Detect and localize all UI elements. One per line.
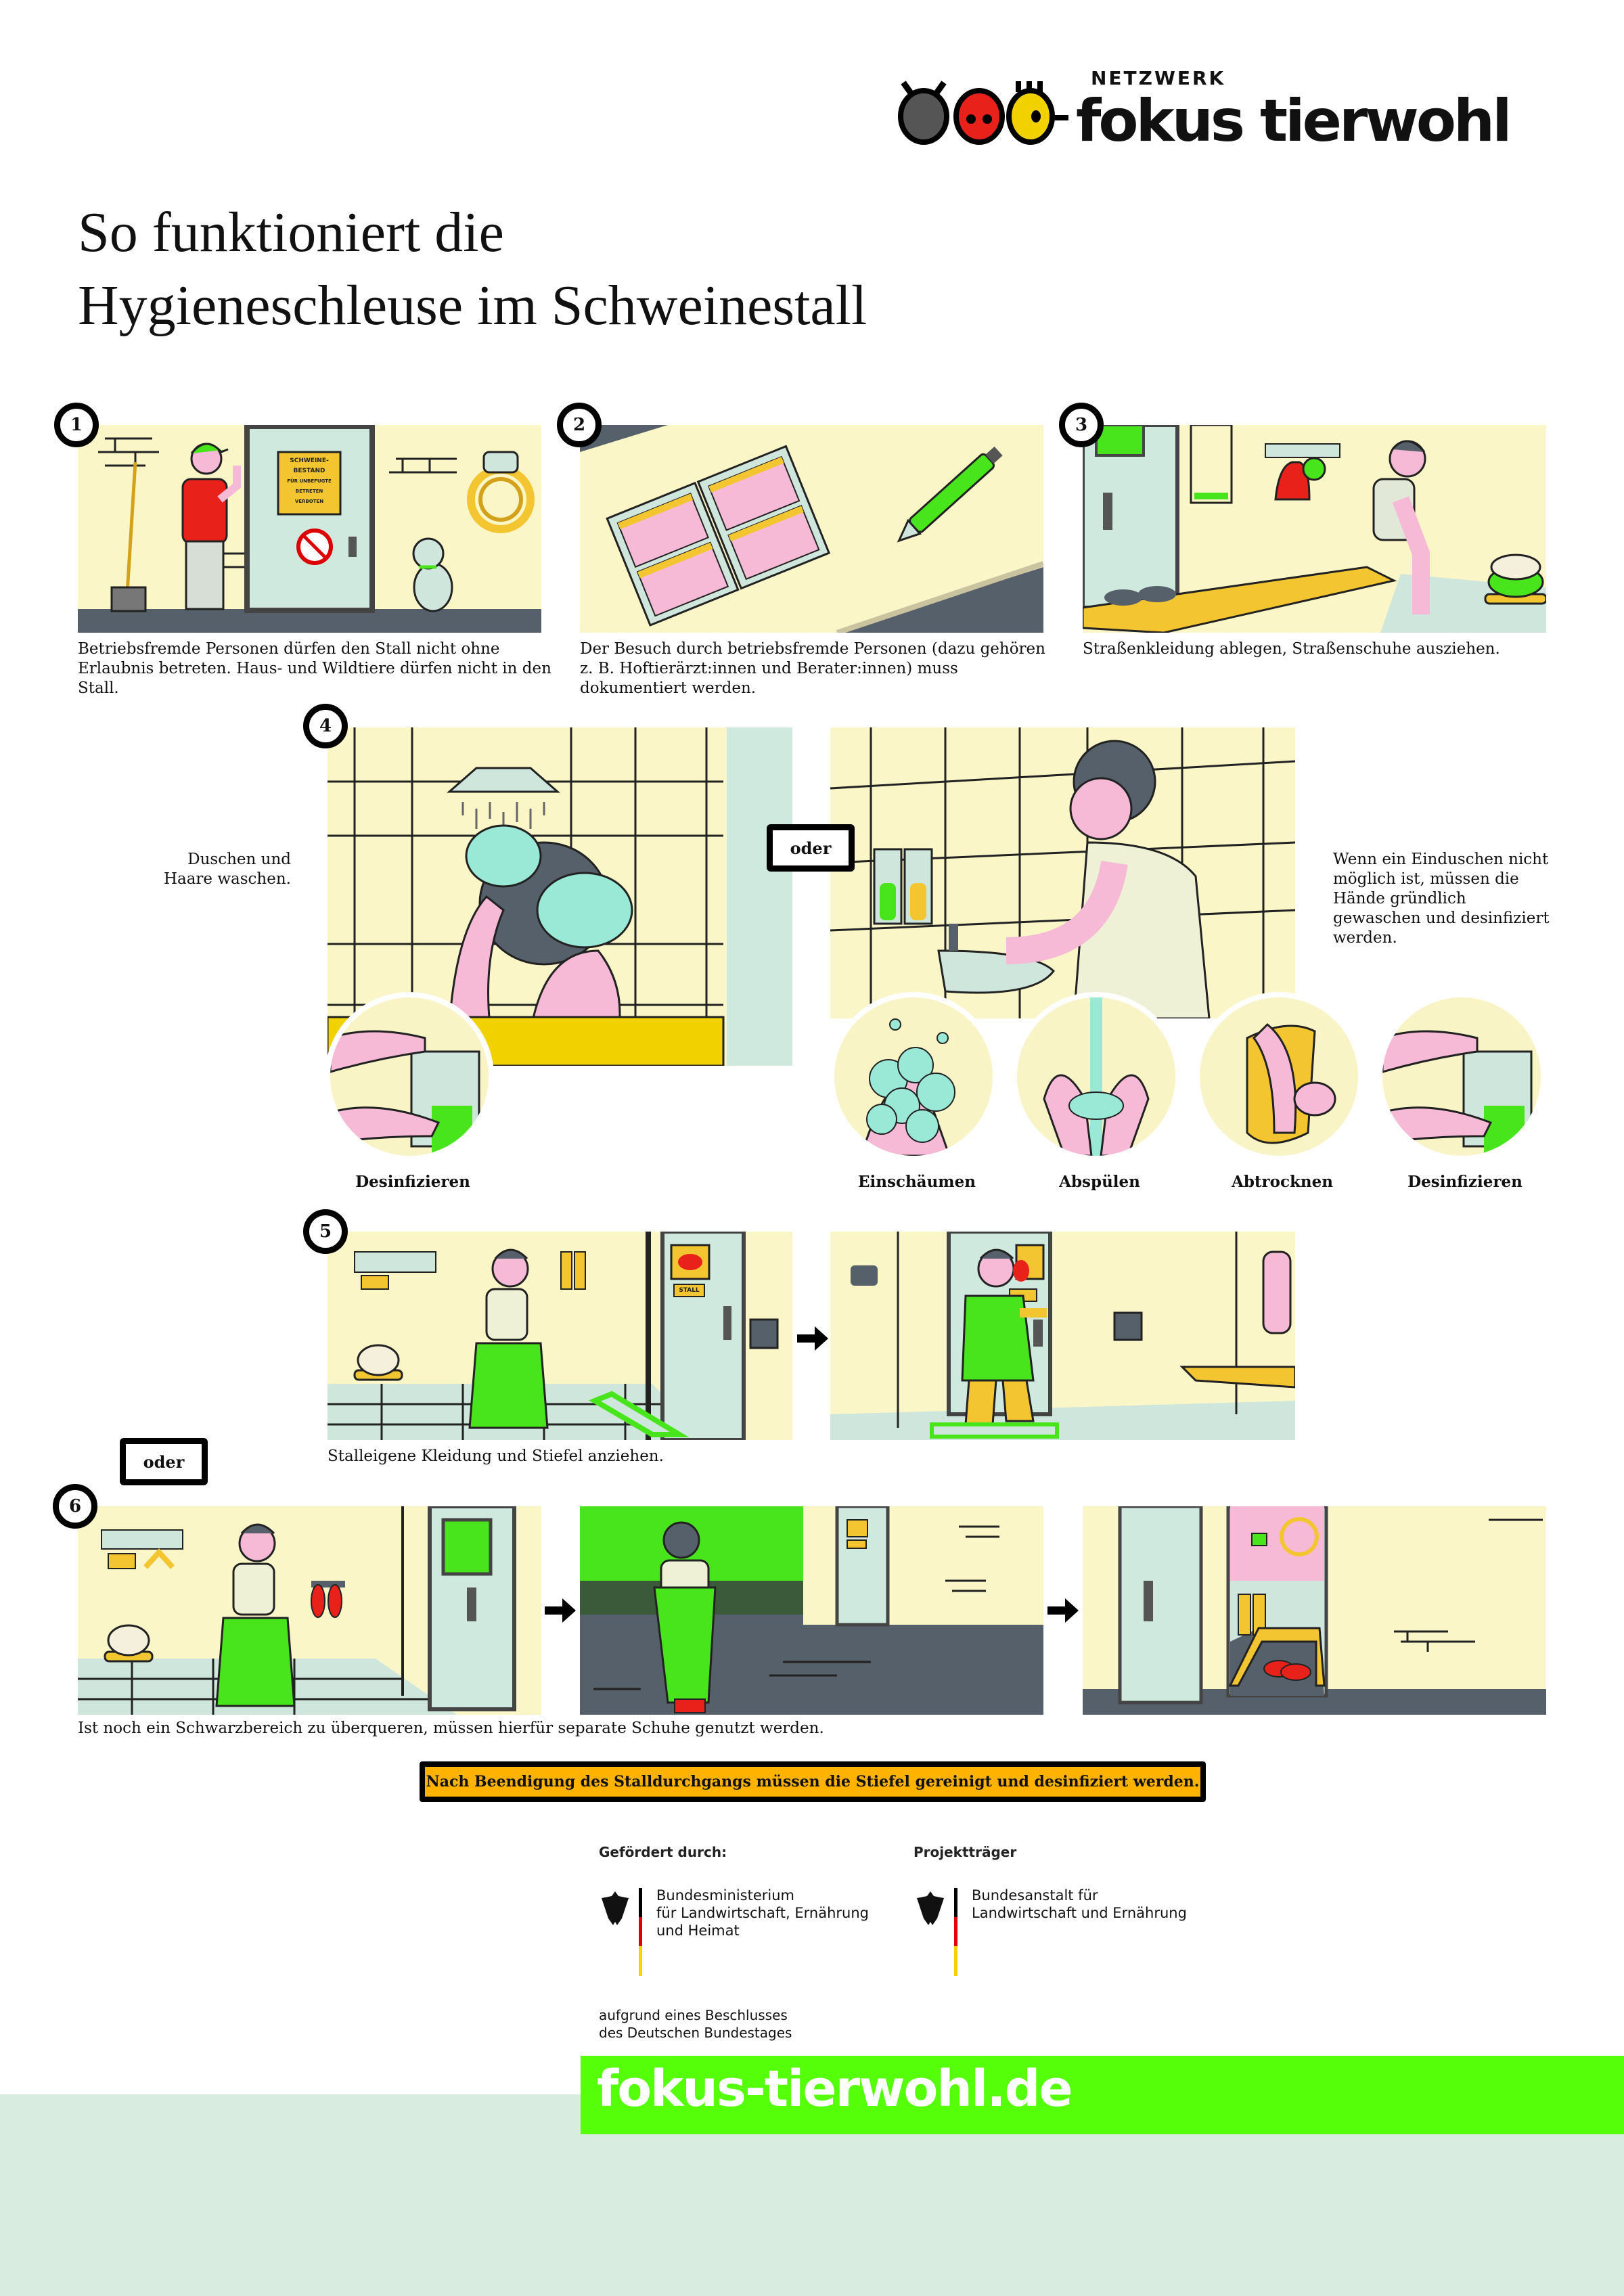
sign-line: BESTAND [293, 468, 325, 474]
sign-line: SCHWEINE- [290, 457, 329, 464]
lather-label: Einschäumen [858, 1173, 976, 1191]
arrow-right-icon [545, 1598, 576, 1623]
step-3-number: 3 [1059, 403, 1104, 447]
logo-kicker: NETZWERK [1091, 67, 1226, 89]
step-5-number: 5 [303, 1209, 348, 1254]
shower-text: Duschen und Haare waschen. [163, 851, 291, 888]
arrow-right-icon [1047, 1598, 1079, 1623]
step-3-illustration [1083, 425, 1546, 633]
funded-by-label: Gefördert durch: [599, 1844, 727, 1860]
rinse-circle [1012, 992, 1181, 1161]
logo [897, 74, 1120, 149]
step-5-caption: Stalleigene Kleidung und Stiefel anziehe… [328, 1447, 664, 1465]
step-6-caption: Ist noch ein Schwarzbereich zu überquere… [78, 1719, 824, 1737]
disinfect-circle [325, 992, 494, 1161]
step-2-caption: Der Besuch durch betriebsfremde Personen… [580, 640, 1045, 697]
notice-banner: Nach Beendigung des Stalldurchgangs müss… [420, 1761, 1206, 1802]
step-6-black-area-illustration [580, 1506, 1043, 1715]
sign-line: FÜR UNBEFUGTE [287, 478, 332, 484]
three-pig-faces-logo-icon [898, 81, 1068, 145]
sign-line: VERBOTEN [294, 499, 324, 504]
disinfect-hands-circle [1377, 992, 1546, 1161]
stall-door-sign: STALL [679, 1287, 700, 1294]
resolution-line: des Deutschen Bundestages [599, 2025, 792, 2041]
arrow-right-icon [797, 1326, 828, 1351]
lather-circle [829, 992, 998, 1161]
title-line-1: So funktioniert die [78, 201, 504, 264]
dry-circle [1194, 992, 1363, 1161]
shower-illustration [328, 727, 792, 1066]
german-flag-bar [954, 1888, 957, 1976]
step-1-caption: Betriebsfremde Personen dürfen den Stall… [78, 640, 551, 697]
title-line-2: Hygieneschleuse im Schweinestall [78, 274, 867, 337]
ministry-line: Bundesministerium [656, 1887, 794, 1904]
page-title: So funktioniert die Hygieneschleuse im S… [78, 196, 867, 342]
step-5-changing-illustration: STALL [328, 1232, 792, 1440]
agency-line: Bundesanstalt für [972, 1887, 1098, 1904]
resolution-line: aufgrund eines Beschlusses [599, 2007, 788, 2023]
dry-label: Abtrocknen [1231, 1173, 1334, 1191]
step-5-entering-illustration [830, 1232, 1295, 1440]
bundestag-resolution: aufgrund eines Beschlusses des Deutschen… [599, 2006, 792, 2042]
agency-line: Landwirtschaft und Ernährung [972, 1905, 1187, 1921]
oder-label-step-6: oder [120, 1438, 208, 1485]
rinse-label: Abspülen [1059, 1173, 1140, 1191]
step-1-illustration: SCHWEINE- BESTAND FÜR UNBEFUGTE BETRETEN… [78, 425, 541, 633]
website-link[interactable]: fokus-tierwohl.de [597, 2060, 1073, 2118]
step-1-number: 1 [54, 403, 99, 447]
logo-name: fokus tierwohl [1076, 87, 1512, 155]
ministry-line: für Landwirtschaft, Ernährung [656, 1905, 869, 1921]
step-4-number: 4 [303, 704, 348, 748]
step-6-boot-area-illustration [1083, 1506, 1546, 1715]
step-2-number: 2 [557, 403, 602, 447]
step-3-caption: Straßenkleidung ablegen, Straßenschuhe a… [1083, 640, 1500, 658]
website-bar [581, 2056, 1624, 2134]
agency-name: Bundesanstalt für Landwirtschaft und Ern… [972, 1887, 1187, 1922]
handwash-text: Wenn ein Einduschen nicht möglich ist, m… [1333, 851, 1550, 947]
disinfect-label: Desinfizieren [355, 1173, 470, 1191]
step-6-number: 6 [53, 1484, 97, 1529]
sign-line: BETRETEN [295, 489, 323, 494]
ministry-name: Bundesministerium für Landwirtschaft, Er… [656, 1887, 869, 1939]
german-flag-bar [639, 1888, 642, 1976]
federal-eagle-icon [602, 1891, 629, 1925]
federal-eagle-icon [917, 1891, 944, 1925]
project-carrier-label: Projektträger [914, 1844, 1017, 1860]
disinfect-hands-label: Desinfizieren [1407, 1173, 1522, 1191]
ministry-line: und Heimat [656, 1922, 740, 1939]
step-2-illustration [580, 425, 1043, 633]
step-6-changing-illustration [78, 1506, 541, 1715]
handwash-illustration [830, 727, 1295, 1018]
oder-label: oder [767, 824, 855, 872]
